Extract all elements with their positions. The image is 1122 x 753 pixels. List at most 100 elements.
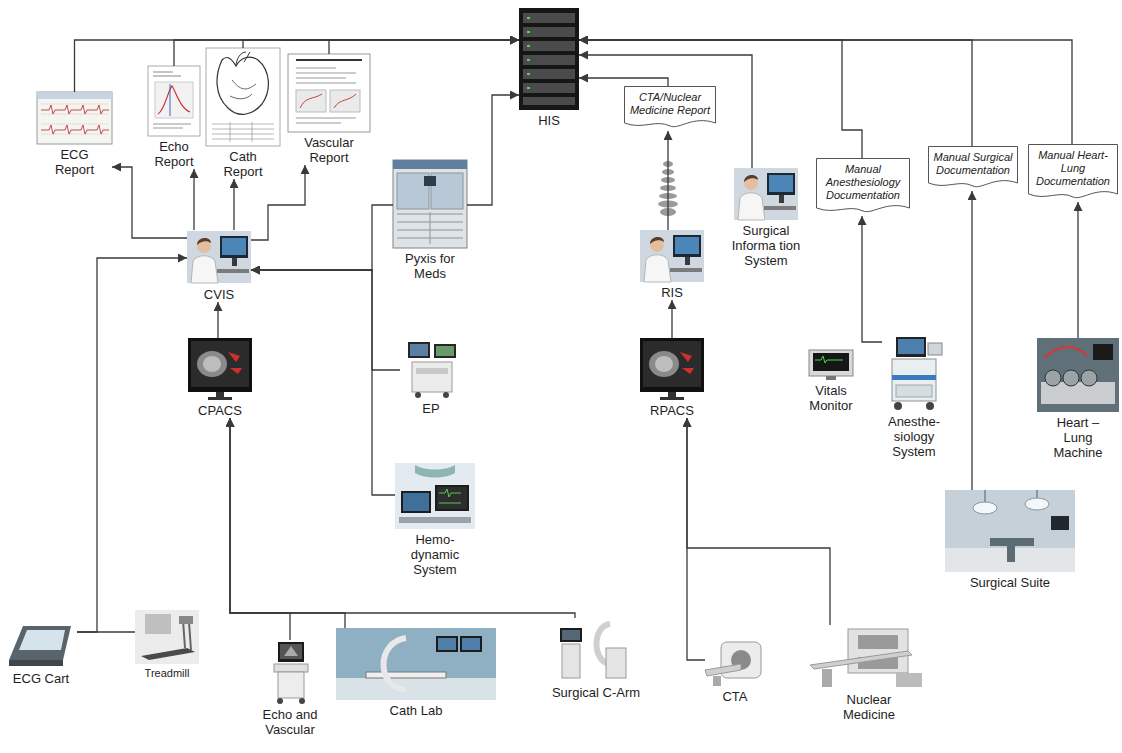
monitor-stand — [685, 257, 690, 265]
cart-base — [9, 660, 63, 666]
monitor-frame — [188, 338, 252, 392]
person-coat — [644, 255, 671, 282]
connector — [1077, 202, 1078, 338]
icon-space — [393, 160, 467, 251]
icon-space — [640, 338, 704, 403]
document-shape: Manual Anesthesiology Documentation — [816, 158, 910, 216]
node-label: Nuclear Medicine — [836, 692, 902, 722]
icon-space — [804, 350, 858, 383]
monitor-screen — [280, 644, 302, 659]
node-label: Surgical Suite — [960, 575, 1060, 590]
icon-space — [288, 54, 370, 135]
connector — [862, 216, 882, 342]
ep-cart — [408, 342, 456, 398]
icon-space — [135, 610, 199, 667]
system-node: Cath Lab — [336, 628, 496, 718]
person-coat — [738, 193, 765, 220]
monitor-screen — [562, 630, 580, 640]
person-hair — [650, 237, 664, 244]
c-arm — [384, 638, 407, 690]
monitor-stand — [668, 392, 676, 397]
surgical-light — [1025, 498, 1049, 510]
pump — [1081, 370, 1097, 386]
light-arms — [985, 490, 1037, 502]
system-node: CVIS — [187, 230, 251, 302]
photo-ground — [135, 610, 199, 664]
cath-report-picture — [206, 48, 280, 146]
node-label: Treadmill — [136, 667, 198, 680]
pyxis-cabinet — [393, 160, 467, 248]
gantry — [848, 629, 908, 673]
node-label: CPACS — [192, 403, 248, 418]
connector — [77, 258, 187, 632]
report-sheet — [206, 48, 280, 146]
heart-vessels — [236, 52, 250, 66]
document-outline-path — [1029, 145, 1118, 198]
rack-body — [519, 8, 579, 110]
waveform — [439, 489, 461, 503]
icon-space — [188, 338, 252, 403]
monitor — [460, 636, 482, 652]
report-sheet — [288, 54, 370, 132]
connector — [667, 131, 668, 230]
connector — [579, 78, 668, 86]
node-label: Heart – Lung Machine — [1048, 415, 1108, 460]
document-outline-path — [929, 147, 1018, 187]
node-label: Hemo- dynamic System — [404, 532, 466, 577]
node-label: Cath Lab — [376, 703, 456, 718]
monitor — [1093, 344, 1113, 360]
system-node: Echo Report — [148, 66, 200, 169]
connector — [233, 179, 234, 230]
icon-space — [257, 640, 323, 707]
grid-lines — [41, 104, 108, 134]
pump — [1045, 370, 1061, 386]
connector — [230, 418, 290, 640]
workstation-picture — [640, 230, 704, 282]
monitor — [401, 491, 431, 513]
treadmill-picture — [135, 610, 199, 664]
vitals-monitor — [809, 350, 853, 380]
detector — [858, 635, 898, 649]
report-sheet — [37, 92, 112, 144]
system-node: Nuclear Medicine — [808, 625, 930, 722]
rack-lights — [527, 17, 530, 89]
system-node: Surgical Informa tion System — [729, 168, 803, 268]
hemodynamic-picture — [395, 463, 475, 529]
floor — [336, 678, 496, 700]
monitor-screen — [643, 341, 701, 387]
scanner-table — [705, 664, 741, 676]
monitor-screen — [410, 344, 428, 356]
icon-space — [705, 640, 765, 689]
document-shape: Manual Surgical Documentation — [928, 146, 1018, 191]
wheel — [894, 402, 902, 410]
monitor-cart — [562, 644, 580, 678]
connector — [193, 169, 194, 230]
icon-space — [395, 463, 475, 532]
flow-curve — [300, 94, 356, 108]
machine-stripe — [892, 375, 936, 380]
monitor-stand — [826, 376, 836, 380]
control-panel — [274, 664, 308, 672]
text-lines — [153, 124, 191, 128]
system-node: ECG Cart — [5, 620, 77, 686]
scan-marks — [680, 352, 694, 374]
monitor-screen — [436, 346, 454, 356]
monitor-screen — [769, 175, 793, 192]
handrails — [183, 620, 191, 650]
wheel — [926, 402, 934, 410]
system-node: Hemo- dynamic System — [395, 463, 475, 577]
system-node: EP — [400, 340, 462, 416]
node-label: RIS — [652, 285, 692, 300]
connector — [687, 418, 705, 660]
ultrasound-fan — [284, 646, 298, 656]
connector — [174, 40, 519, 66]
node-label: CVIS — [199, 287, 239, 302]
surgical-light — [973, 502, 997, 514]
photo-ground — [1037, 338, 1119, 412]
connector — [579, 40, 1072, 144]
system-node: RPACS — [640, 338, 704, 418]
monitor — [436, 636, 458, 652]
